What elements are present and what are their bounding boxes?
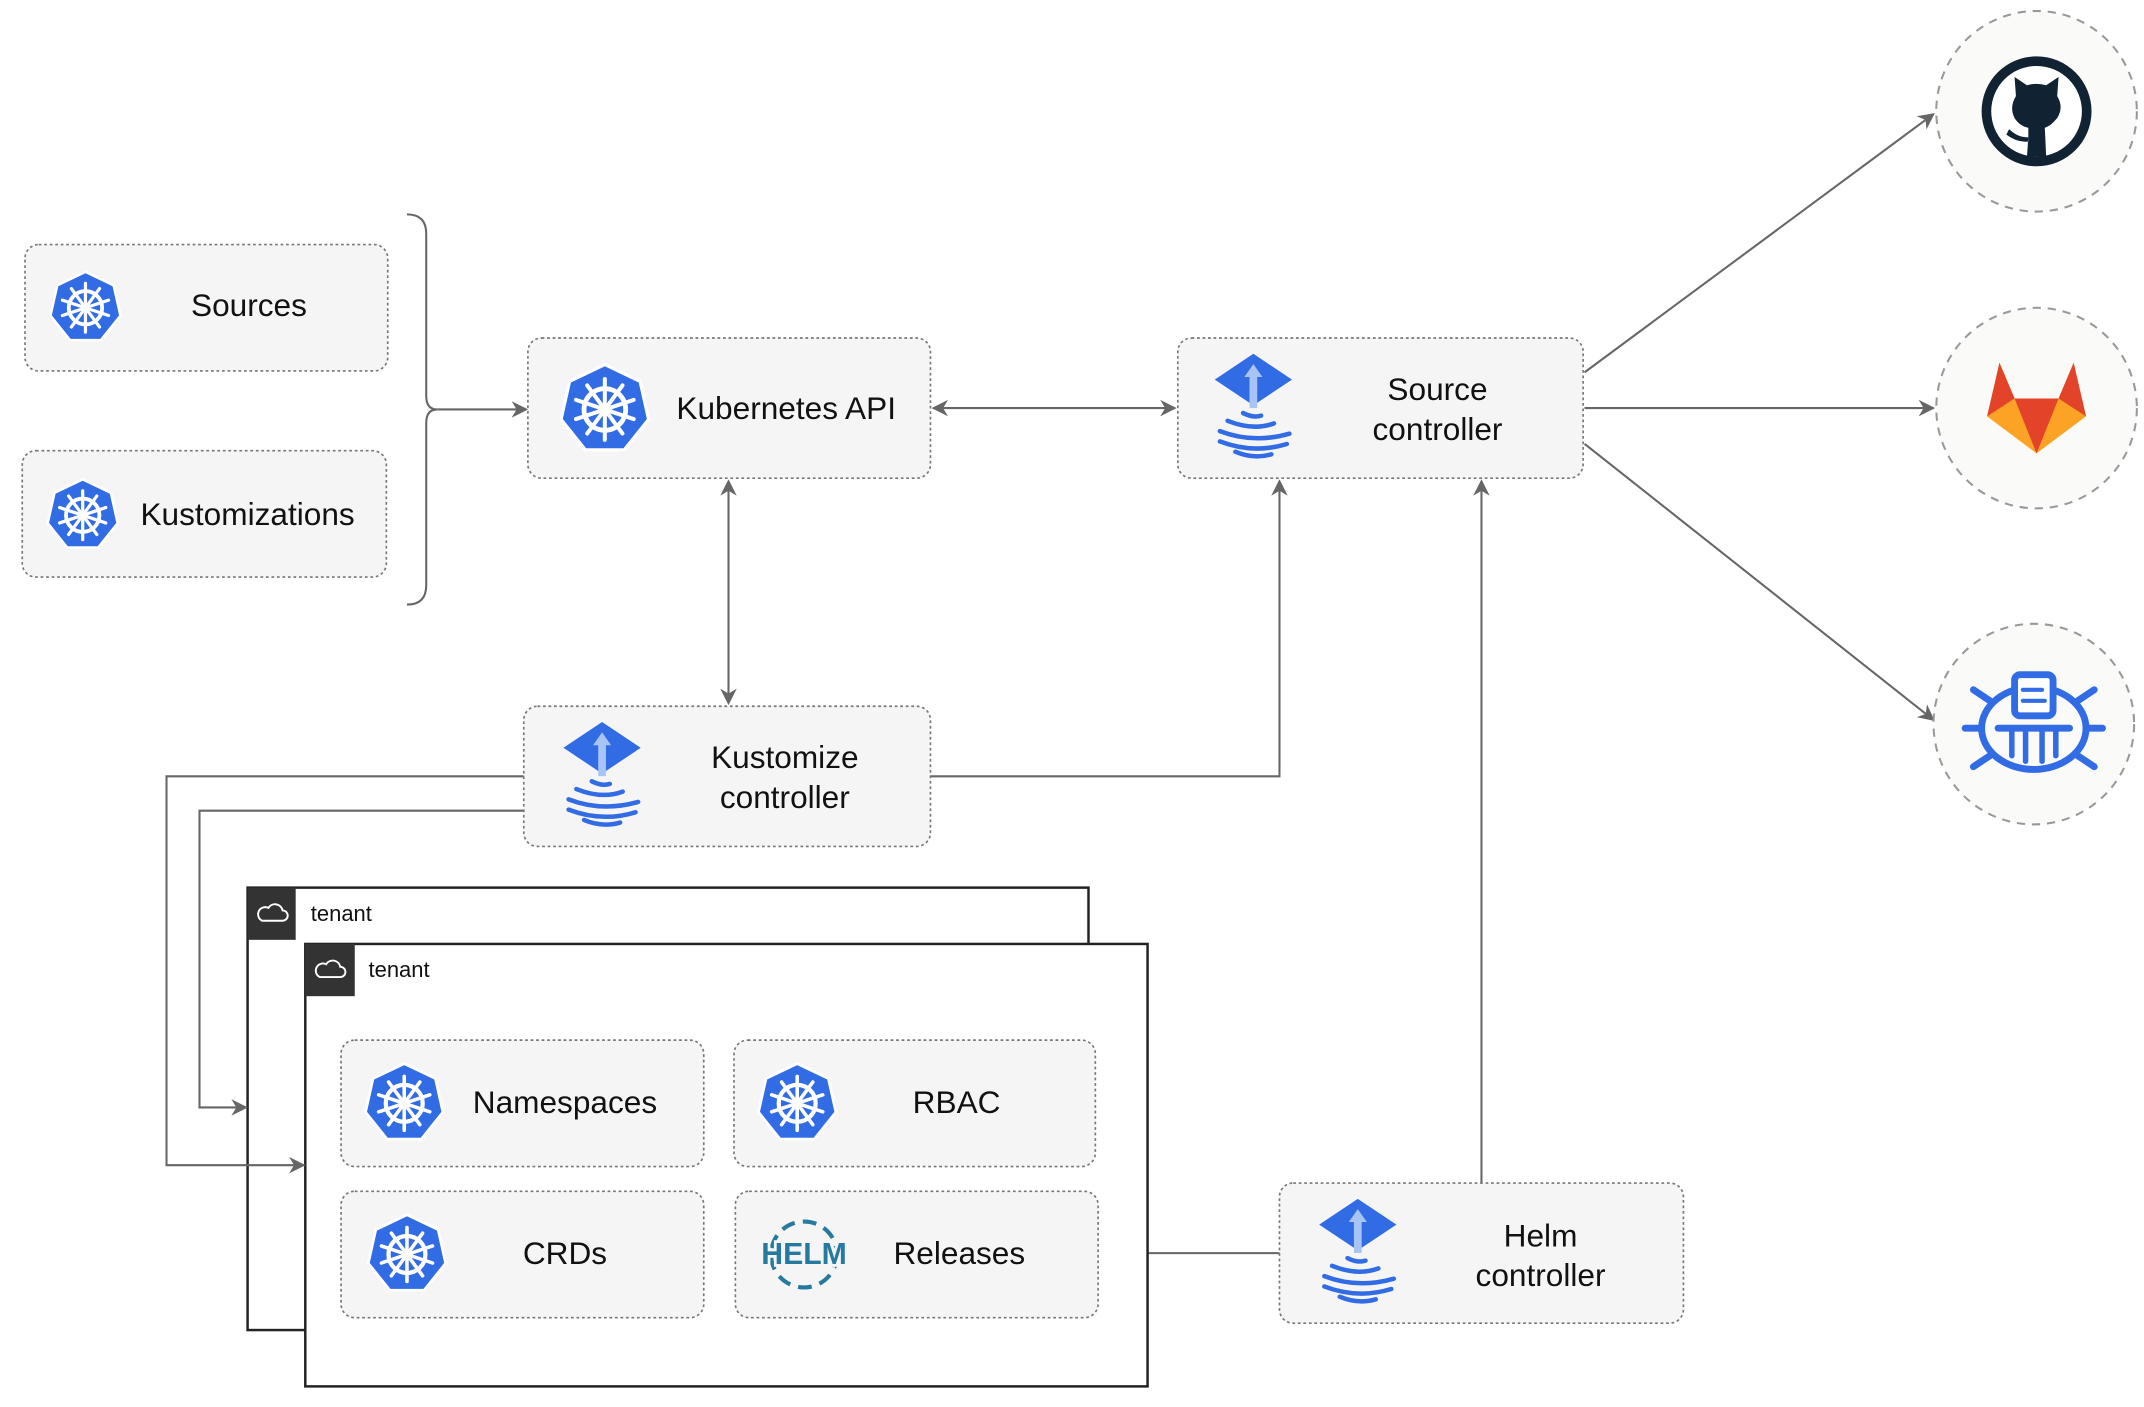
- node-label: RBAC: [913, 1084, 1001, 1120]
- edge-kustomize-to-tenant-back: [198, 809, 524, 1116]
- helm-logo-text: HELM: [761, 1238, 847, 1271]
- node-label: Source: [1387, 371, 1487, 407]
- node-source-controller[interactable]: Source controller: [1176, 337, 1584, 479]
- node-kustomizations[interactable]: Kustomizations: [21, 449, 388, 578]
- node-label: Kubernetes API: [676, 390, 896, 426]
- node-label: controller: [720, 779, 850, 815]
- node-rbac[interactable]: RBAC: [733, 1039, 1097, 1168]
- node-namespaces[interactable]: Namespaces: [340, 1039, 705, 1168]
- edge-source-to-github: [1583, 113, 1935, 374]
- gitlab-icon: [1987, 362, 2087, 454]
- bucket-icon: [1961, 671, 2106, 773]
- edge-source-to-bucket: [1583, 443, 1935, 722]
- edge-kustomize-to-tenant-front: [165, 775, 524, 1174]
- gitlab-source[interactable]: [1935, 306, 2138, 510]
- node-label: controller: [1373, 411, 1503, 447]
- brace: [406, 213, 438, 606]
- helm-icon: HELM: [759, 1219, 850, 1290]
- node-label: controller: [1476, 1257, 1606, 1293]
- node-crds[interactable]: CRDs: [340, 1190, 705, 1319]
- node-sources[interactable]: Sources: [24, 243, 389, 372]
- github-icon: [1981, 56, 2092, 167]
- node-label: Releases: [893, 1235, 1025, 1271]
- github-source[interactable]: [1935, 9, 2138, 213]
- node-label: CRDs: [523, 1235, 607, 1271]
- node-helm-controller[interactable]: Helm controller: [1278, 1182, 1685, 1325]
- node-releases[interactable]: HELM Releases: [734, 1190, 1099, 1319]
- bucket-source[interactable]: [1932, 622, 2136, 826]
- tenant-label: tenant: [369, 957, 430, 982]
- tenant-label: tenant: [311, 901, 372, 926]
- node-label: Kustomizations: [140, 496, 354, 532]
- node-kustomize-controller[interactable]: Kustomize controller: [522, 705, 932, 848]
- node-label: Kustomize: [711, 739, 858, 775]
- node-label: Namespaces: [473, 1084, 657, 1120]
- node-kubernetes-api[interactable]: Kubernetes API: [527, 337, 932, 479]
- node-label: Sources: [191, 287, 307, 323]
- edge-kustomize-to-source: [930, 479, 1288, 778]
- node-label: Helm: [1504, 1217, 1578, 1253]
